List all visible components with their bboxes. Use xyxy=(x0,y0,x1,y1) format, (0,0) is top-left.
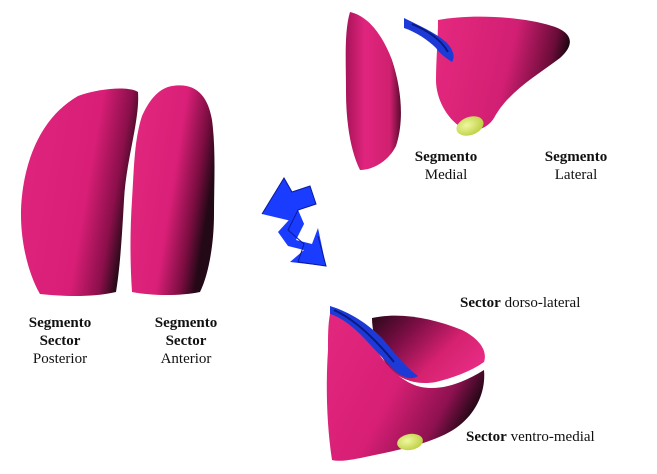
dorso-lateral-label-rest: dorso-lateral xyxy=(505,295,581,311)
lateral-segment-shape xyxy=(436,17,570,131)
medial-label-line1: Segmento xyxy=(415,148,478,166)
double-bent-arrow-icon xyxy=(262,178,326,266)
anterior-label-line2: Sector xyxy=(155,332,218,350)
lateral-label-line2: Lateral xyxy=(545,166,608,184)
lateral-label-line1: Segmento xyxy=(545,148,608,166)
anterior-label-line1: Segmento xyxy=(155,314,218,332)
ventro-medial-label-bold: Sector xyxy=(466,429,507,445)
anterior-segment-shape xyxy=(131,85,215,295)
ventro-medial-label: Sector ventro-medial xyxy=(466,428,595,446)
anterior-label: Segmento Sector Anterior xyxy=(155,314,218,368)
ventro-medial-label-rest: ventro-medial xyxy=(511,429,595,445)
lateral-label: Segmento Lateral xyxy=(545,148,608,184)
posterior-label-line3: Posterior xyxy=(29,350,92,368)
medial-label-line2: Medial xyxy=(415,166,478,184)
posterior-label: Segmento Sector Posterior xyxy=(29,314,92,368)
posterior-label-line2: Sector xyxy=(29,332,92,350)
medial-segment-shape xyxy=(346,12,401,170)
medial-label: Segmento Medial xyxy=(415,148,478,184)
dorso-lateral-label: Sector dorso-lateral xyxy=(460,294,580,312)
dorso-lateral-label-bold: Sector xyxy=(460,295,501,311)
anterior-label-line3: Anterior xyxy=(155,350,218,368)
posterior-label-line1: Segmento xyxy=(29,314,92,332)
posterior-segment-shape xyxy=(21,89,138,296)
